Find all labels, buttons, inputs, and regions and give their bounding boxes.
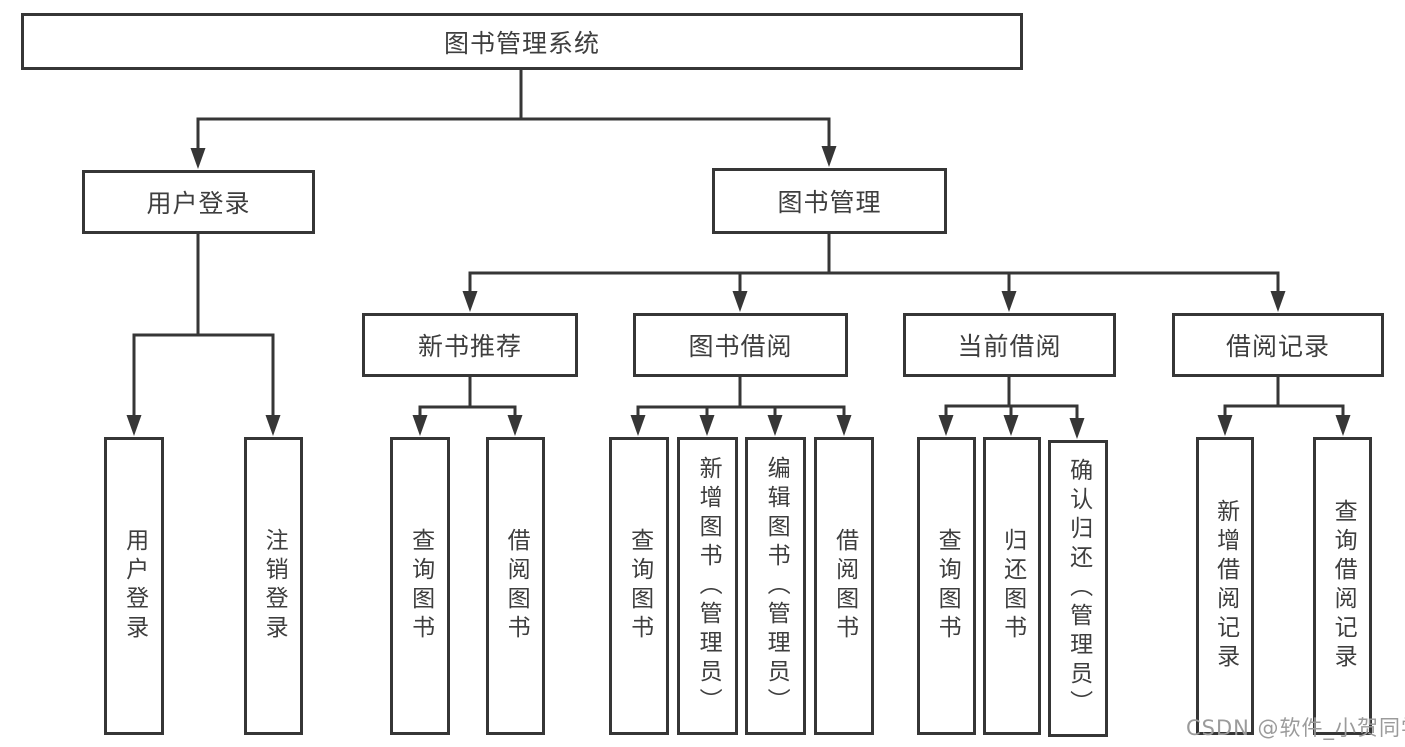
node-borrow-record: 借阅记录 [1172, 313, 1384, 377]
leaf-edit-book-admin: 编辑图书（管理员） [745, 437, 806, 735]
leaf-query-book-2: 查询图书 [609, 437, 669, 735]
leaf-logout: 注销登录 [244, 437, 303, 735]
leaf-query-borrow-record: 查询借阅记录 [1313, 437, 1372, 735]
node-current-borrow: 当前借阅 [903, 313, 1116, 377]
node-user-login: 用户登录 [82, 170, 315, 234]
leaf-borrow-book-2: 借阅图书 [814, 437, 874, 735]
leaf-confirm-return-admin: 确认归还（管理员） [1048, 440, 1108, 737]
leaf-return-book: 归还图书 [983, 437, 1041, 735]
arrowhead-icons [126, 146, 1351, 439]
node-book-management: 图书管理 [712, 168, 947, 234]
leaf-add-borrow-record: 新增借阅记录 [1196, 437, 1254, 735]
node-root-system: 图书管理系统 [21, 13, 1023, 70]
leaf-query-book-3: 查询图书 [917, 437, 976, 735]
csdn-watermark: CSDN @软件_小贺同学 [1186, 716, 1405, 740]
leaf-query-book-1: 查询图书 [390, 437, 450, 735]
node-book-borrow: 图书借阅 [633, 313, 848, 377]
leaf-add-book-admin: 新增图书（管理员） [677, 437, 738, 735]
leaf-borrow-book-1: 借阅图书 [486, 437, 545, 735]
leaf-user-login: 用户登录 [104, 437, 164, 735]
node-new-book-recommend: 新书推荐 [362, 313, 578, 377]
